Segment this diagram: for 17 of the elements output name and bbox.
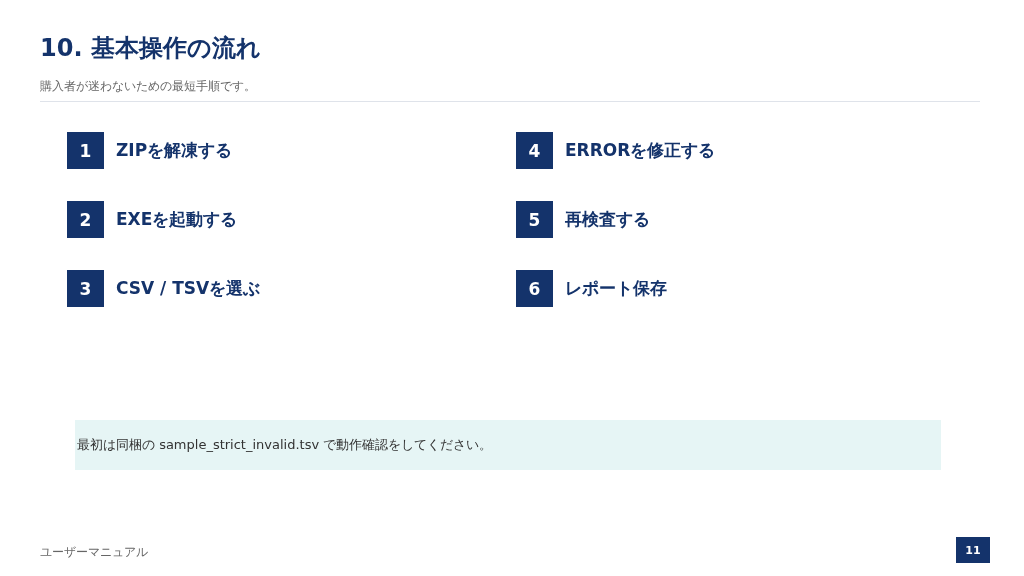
subtitle-text: 購入者が迷わないための最短手順です。 (40, 78, 256, 94)
step-number: 2 (67, 201, 104, 238)
step-number: 5 (516, 201, 553, 238)
step-number: 3 (67, 270, 104, 307)
step-label: 再検査する (565, 208, 650, 231)
step-label: ZIPを解凍する (116, 139, 233, 162)
step-label: ERRORを修正する (565, 139, 716, 162)
note-text: 最初は同梱の sample_strict_invalid.tsv で動作確認をしてください。 (75, 420, 941, 470)
step-label: EXEを起動する (116, 208, 238, 231)
page-number: 11 (956, 537, 990, 563)
step-label: CSV / TSVを選ぶ (116, 277, 261, 300)
step-number: 6 (516, 270, 553, 307)
step-number: 1 (67, 132, 104, 169)
step-label: レポート保存 (565, 277, 667, 300)
step-number: 4 (516, 132, 553, 169)
slide-title: 10. 基本操作の流れ (40, 33, 261, 63)
footer-text: ユーザーマニュアル (40, 545, 148, 560)
